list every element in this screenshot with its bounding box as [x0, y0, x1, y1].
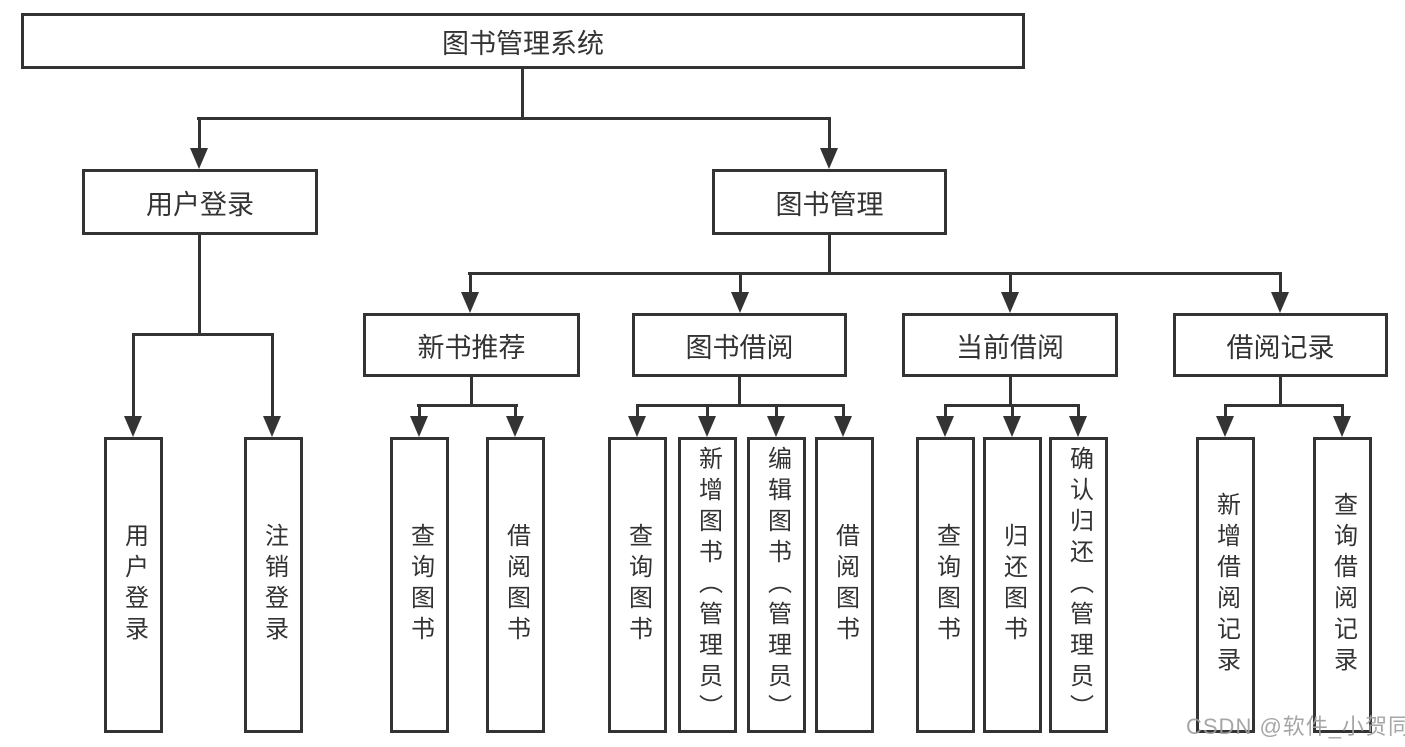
connector-line	[1009, 377, 1012, 407]
leaf-label: 确认归还（管理员）	[1065, 445, 1093, 725]
node-label: 用户登录	[146, 189, 254, 220]
arrow-down-icon	[767, 416, 785, 437]
connector-line	[469, 272, 472, 294]
leaf-query-books-borrow: 查询图书	[608, 437, 667, 733]
connector-line	[636, 404, 845, 407]
arrow-down-icon	[1003, 416, 1021, 437]
connector-line	[132, 333, 274, 336]
leaf-label: 归还图书	[999, 523, 1027, 647]
arrow-down-icon	[190, 148, 208, 169]
node-book-borrow: 图书借阅	[632, 313, 847, 377]
connector-line	[1009, 272, 1012, 294]
arrow-down-icon	[461, 292, 479, 313]
connector-line	[842, 404, 845, 418]
connector-line	[828, 117, 831, 151]
connector-line	[1279, 377, 1282, 407]
csdn-watermark: CSDN @软件_小贺同学	[1186, 714, 1405, 739]
leaf-logout: 注销登录	[244, 437, 303, 733]
node-book-management: 图书管理	[712, 169, 947, 235]
arrow-down-icon	[263, 416, 281, 437]
connector-line	[706, 404, 709, 418]
leaf-query-books-newbook: 查询图书	[390, 437, 449, 733]
leaf-label: 借阅图书	[502, 523, 530, 647]
leaf-user-login: 用户登录	[104, 437, 163, 733]
arrow-down-icon	[820, 148, 838, 169]
node-borrow-records: 借阅记录	[1173, 313, 1388, 377]
arrow-down-icon	[1216, 416, 1234, 437]
node-label: 图书管理	[775, 189, 884, 220]
connector-line	[944, 404, 947, 418]
leaf-add-book-admin: 新增图书（管理员）	[678, 437, 737, 733]
node-label: 图书借阅	[685, 332, 794, 363]
connector-line	[198, 117, 201, 151]
leaf-borrow-books-borrow: 借阅图书	[815, 437, 874, 733]
connector-line	[1224, 404, 1343, 407]
leaf-borrow-books-newbook: 借阅图书	[486, 437, 545, 733]
leaf-edit-book-admin: 编辑图书（管理员）	[747, 437, 806, 733]
node-new-book-recommend: 新书推荐	[363, 313, 580, 377]
arrow-down-icon	[698, 416, 716, 437]
leaf-label: 查询图书	[932, 523, 960, 647]
arrow-down-icon	[124, 416, 142, 437]
arrow-down-icon	[731, 292, 749, 313]
leaf-label: 查询图书	[406, 523, 434, 647]
leaf-label: 查询图书	[624, 523, 652, 647]
connector-line	[198, 235, 201, 336]
connector-line	[521, 69, 524, 120]
connector-line	[197, 117, 831, 120]
leaf-label: 查询借阅记录	[1329, 492, 1357, 678]
connector-line	[418, 404, 421, 418]
connector-line	[470, 377, 473, 407]
node-user-login: 用户登录	[82, 169, 318, 235]
node-label: 图书管理系统	[442, 28, 604, 59]
leaf-label: 编辑图书（管理员）	[763, 445, 791, 725]
arrow-down-icon	[834, 416, 852, 437]
connector-line	[739, 272, 742, 294]
connector-line	[775, 404, 778, 418]
connector-line	[271, 333, 274, 417]
node-label: 当前借阅	[956, 332, 1064, 363]
node-book-management-system: 图书管理系统	[21, 13, 1025, 69]
node-current-borrow: 当前借阅	[902, 313, 1118, 377]
leaf-label: 注销登录	[260, 523, 288, 647]
connector-line	[514, 404, 517, 418]
leaf-label: 新增图书（管理员）	[694, 445, 722, 725]
arrow-down-icon	[410, 416, 428, 437]
arrow-down-icon	[1001, 292, 1019, 313]
arrow-down-icon	[1271, 292, 1289, 313]
leaf-query-books-current: 查询图书	[916, 437, 975, 733]
connector-line	[132, 333, 135, 417]
connector-line	[1279, 272, 1282, 294]
arrow-down-icon	[506, 416, 524, 437]
leaf-return-books: 归还图书	[983, 437, 1042, 733]
leaf-label: 新增借阅记录	[1212, 492, 1240, 678]
leaf-confirm-return-admin: 确认归还（管理员）	[1049, 437, 1108, 733]
connector-line	[1341, 404, 1344, 418]
connector-line	[417, 404, 518, 407]
connector-line	[828, 235, 831, 275]
node-label: 新书推荐	[417, 332, 526, 363]
arrow-down-icon	[628, 416, 646, 437]
connector-line	[738, 377, 741, 407]
connector-line	[636, 404, 639, 418]
leaf-query-borrow-record: 查询借阅记录	[1313, 437, 1372, 733]
leaf-label: 用户登录	[120, 523, 148, 647]
connector-line	[1224, 404, 1227, 418]
leaf-label: 借阅图书	[831, 523, 859, 647]
arrow-down-icon	[1069, 416, 1087, 437]
node-label: 借阅记录	[1226, 332, 1335, 363]
leaf-add-borrow-record: 新增借阅记录	[1196, 437, 1255, 733]
arrow-down-icon	[1333, 416, 1351, 437]
connector-line	[1077, 404, 1080, 418]
connector-line	[1011, 404, 1014, 418]
arrow-down-icon	[936, 416, 954, 437]
connector-line	[468, 272, 1282, 275]
